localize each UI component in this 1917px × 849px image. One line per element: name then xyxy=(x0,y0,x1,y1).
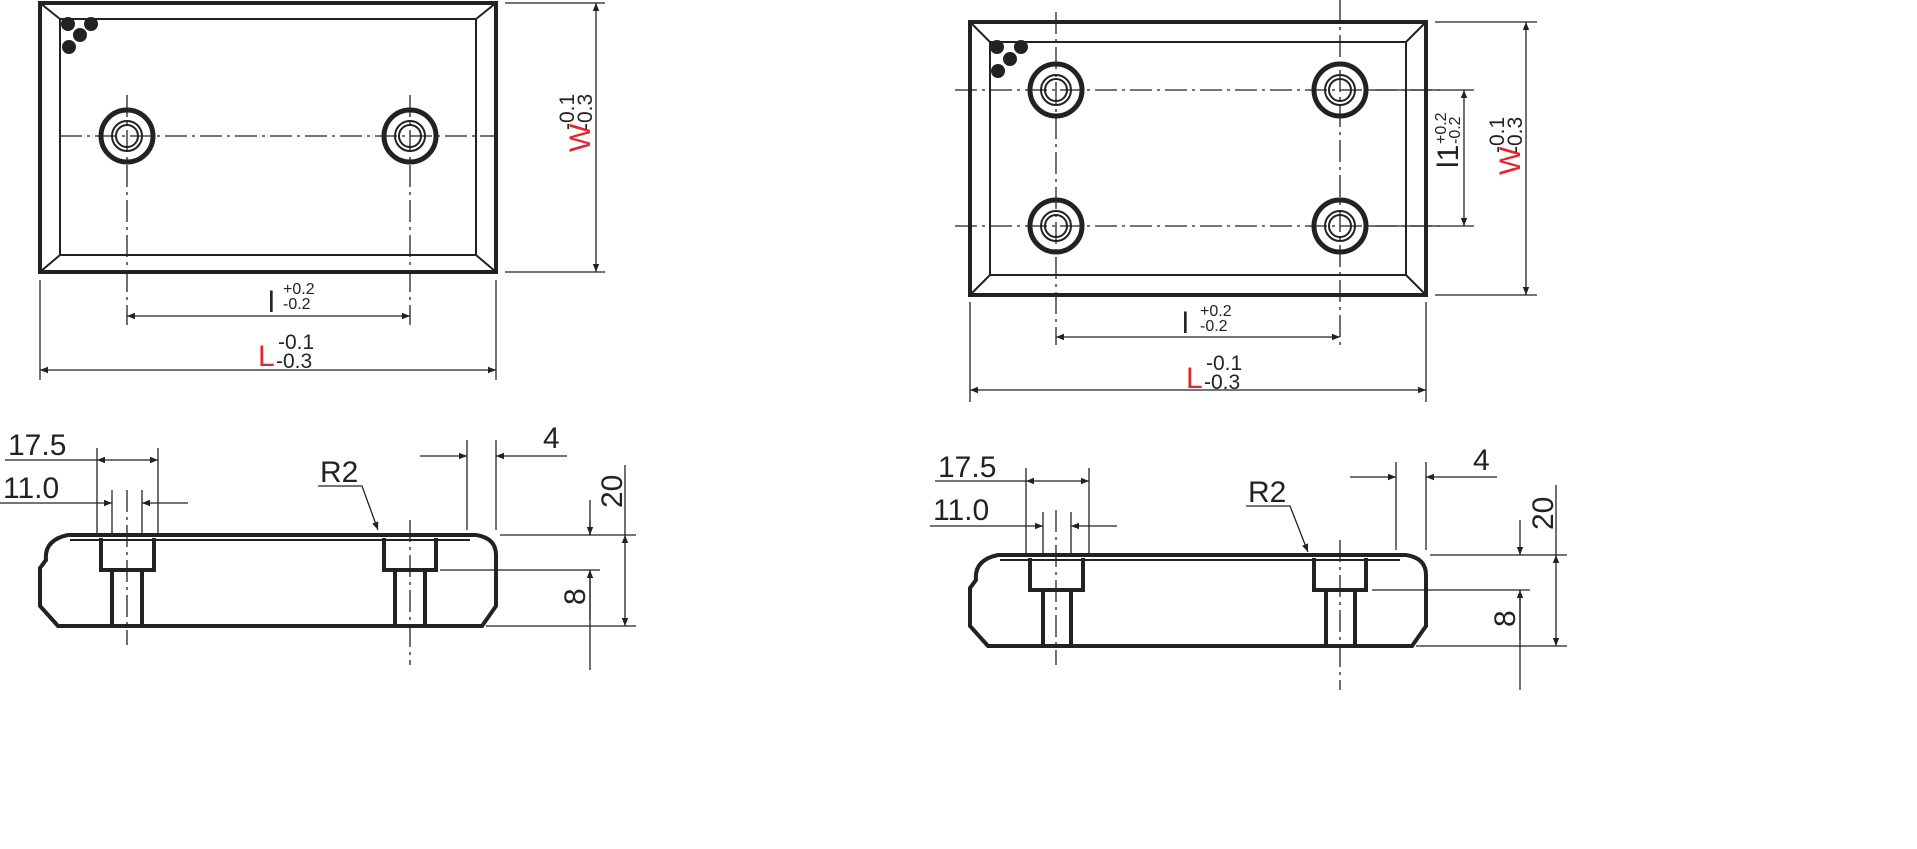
top-view-four-holes: l +0.2 -0.2 L -0.1 -0.3 l1 +0.2 -0.2 W -… xyxy=(955,0,1537,402)
dim-chamfer: 4 xyxy=(543,422,560,455)
dim-L-lower: -0.3 xyxy=(276,350,312,373)
dim-l1-label: l1 xyxy=(1432,145,1465,168)
dim-radius: R2 xyxy=(320,456,358,489)
side-view-left: 17.5 11.0 R2 4 20 8 xyxy=(0,422,636,670)
dim-L-label: L xyxy=(1186,362,1203,395)
dim-l-label: l xyxy=(268,286,275,319)
dim-radius: R2 xyxy=(1248,476,1286,509)
dim-l-label: l xyxy=(1182,307,1189,340)
hole xyxy=(1311,61,1369,119)
dim-L-lower: -0.3 xyxy=(1204,371,1240,394)
dim-l1-lower: -0.2 xyxy=(1447,116,1464,144)
dim-l-lower: -0.2 xyxy=(1200,318,1228,335)
dim-counterbore-depth: 8 xyxy=(1489,610,1522,627)
dim-l1-upper: +0.2 xyxy=(1433,112,1450,144)
dim-height: 20 xyxy=(1527,497,1560,530)
dim-l-upper: +0.2 xyxy=(283,281,315,298)
dim-W-lower: -0.3 xyxy=(574,94,597,130)
dim-W-label: W xyxy=(564,123,597,152)
hole xyxy=(98,107,156,165)
dim-l-upper: +0.2 xyxy=(1200,303,1232,320)
side-view-right: 17.5 11.0 R2 4 20 8 xyxy=(930,444,1567,690)
dim-W-upper: -0.1 xyxy=(556,94,579,130)
hole xyxy=(1027,197,1085,255)
top-view-two-holes: l +0.2 -0.2 L -0.1 -0.3 W -0.1 -0.3 xyxy=(38,1,605,380)
dim-hole-dia: 11.0 xyxy=(933,494,989,527)
dim-counterbore-depth: 8 xyxy=(559,588,592,605)
dim-l-lower: -0.2 xyxy=(283,296,311,313)
dim-height: 20 xyxy=(596,475,629,508)
dim-L-label: L xyxy=(258,340,275,373)
dim-L-upper: -0.1 xyxy=(278,331,314,354)
dim-chamfer: 4 xyxy=(1473,444,1490,477)
dim-L-upper: -0.1 xyxy=(1206,352,1242,375)
dim-W-label: W xyxy=(1494,146,1527,175)
ejector-dots-icon xyxy=(61,17,98,54)
ejector-dots-icon xyxy=(990,40,1028,78)
dim-W-upper: -0.1 xyxy=(1486,117,1509,153)
dim-hole-dia: 11.0 xyxy=(3,472,59,505)
dim-counterbore-dia: 17.5 xyxy=(938,451,996,484)
dim-W-lower: -0.3 xyxy=(1504,117,1527,153)
dim-counterbore-dia: 17.5 xyxy=(8,429,66,462)
hole xyxy=(381,107,439,165)
hole xyxy=(1027,61,1085,119)
hole xyxy=(1311,197,1369,255)
